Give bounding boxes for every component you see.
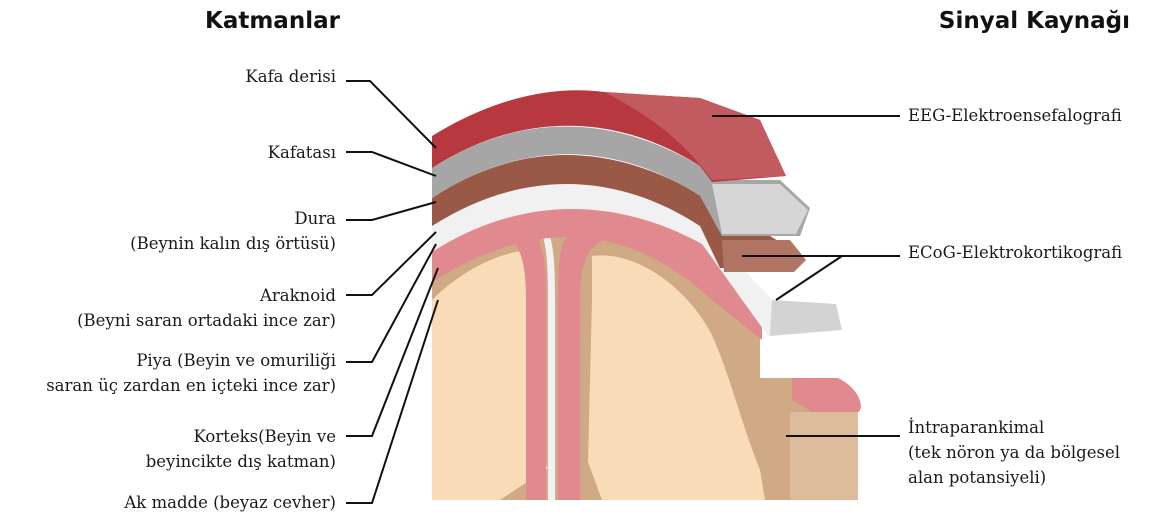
leader-white-matter: [346, 300, 438, 503]
arachnoid-ledge: [770, 300, 842, 336]
leader-cortex: [346, 268, 438, 436]
leader-pia: [346, 244, 436, 362]
cortex-block-right: [790, 412, 858, 500]
leader-dura: [346, 202, 436, 220]
leader-skull: [346, 152, 436, 176]
leader-arachnoid: [346, 232, 436, 295]
leader-scalp: [346, 81, 436, 148]
skull-ledge: [712, 184, 808, 234]
